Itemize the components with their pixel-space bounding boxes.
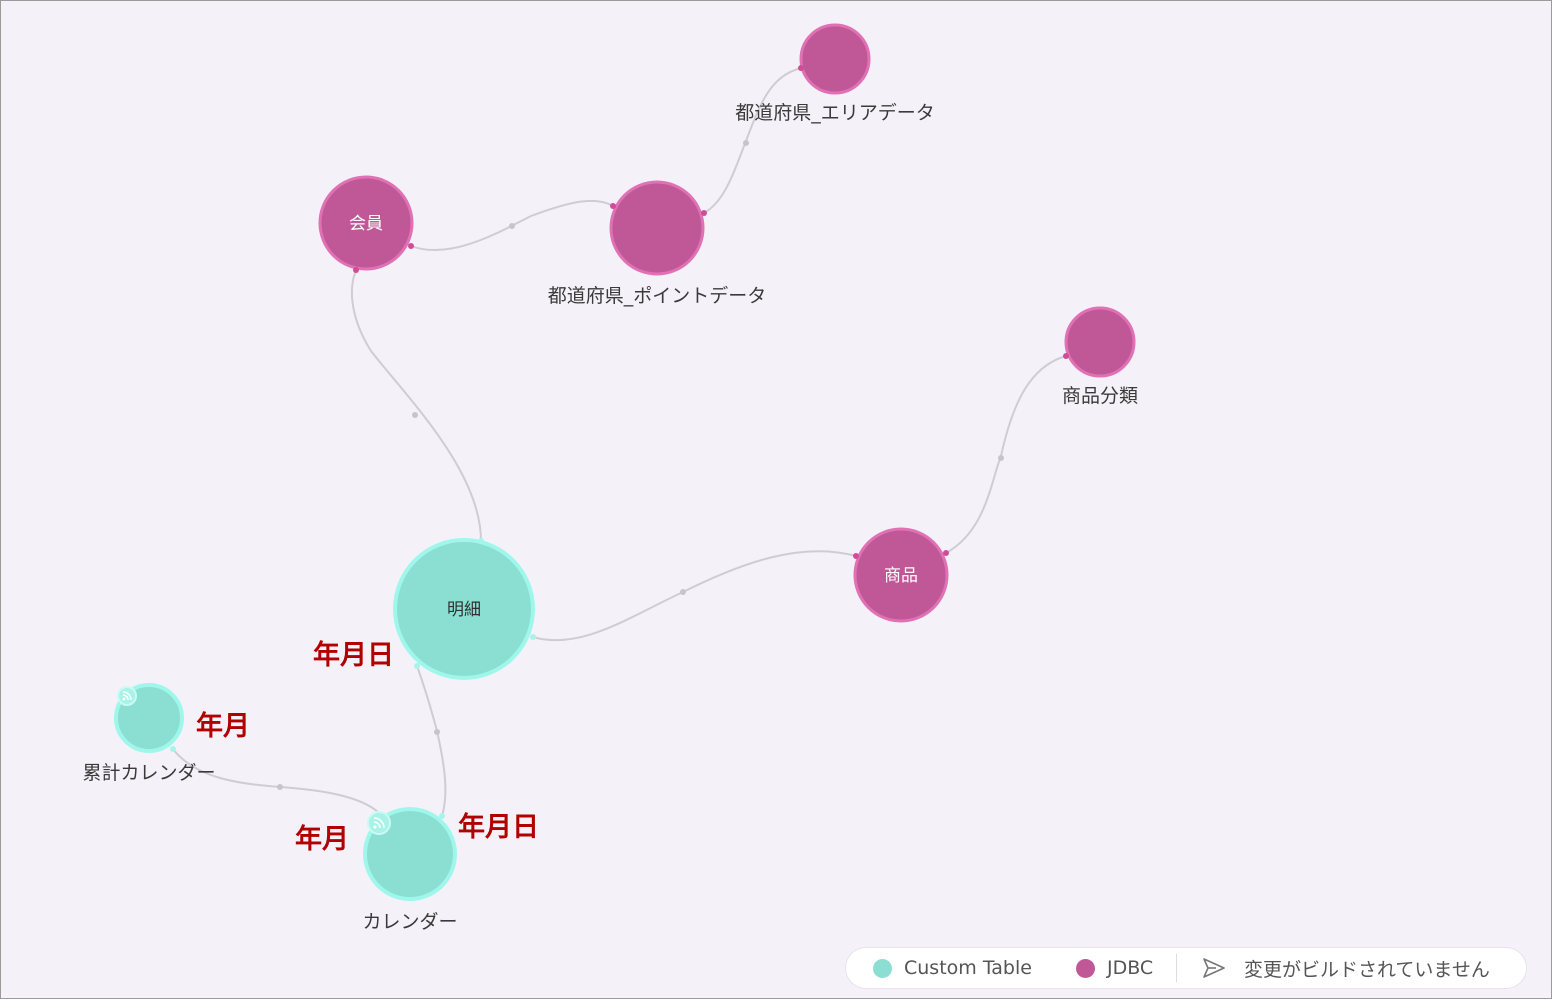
edge-meisai-calendar[interactable]: [416, 665, 447, 817]
edge-midpoint: [412, 412, 418, 418]
node-calendar[interactable]: カレンダー: [362, 807, 458, 933]
edge-meisai-shohin[interactable]: [532, 550, 857, 642]
node-shohin-bunrui-label: 商品分類: [1062, 385, 1138, 407]
connection-port: [798, 65, 804, 71]
node-meisai[interactable]: 明細: [393, 538, 536, 680]
rss-icon: [367, 811, 391, 835]
legend-custom-table-dot: [873, 958, 892, 978]
send-icon: [1202, 957, 1226, 979]
edge-todofuken-point-area[interactable]: [703, 67, 802, 214]
edge-meisai-kaiin[interactable]: [350, 270, 482, 542]
node-ruikei-calendar[interactable]: 累計カレンダー: [82, 683, 216, 784]
legend-jdbc-dot: [1076, 958, 1095, 978]
legend-jdbc[interactable]: JDBC: [1076, 948, 1153, 988]
node-todofuken-area-label: 都道府県_エリアデータ: [735, 102, 935, 124]
connection-port: [439, 813, 445, 819]
edge-shohin-shohin-bunrui[interactable]: [945, 355, 1067, 554]
edge-midpoint: [277, 784, 283, 790]
connection-port: [1063, 353, 1069, 359]
connection-port: [610, 203, 616, 209]
node-todofuken-point[interactable]: 都道府県_ポイントデータ: [548, 180, 767, 307]
connection-port: [353, 267, 359, 273]
edge-midpoint: [998, 455, 1004, 461]
edge-midpoint: [509, 223, 515, 229]
node-shohin[interactable]: 商品: [853, 527, 949, 623]
node-ruikei-calendar-label: 累計カレンダー: [82, 762, 215, 784]
connection-port: [943, 550, 949, 556]
connection-port: [414, 663, 420, 669]
connection-port: [170, 746, 176, 752]
annotation-calendar-left-key: 年月: [295, 823, 349, 855]
annotation-calendar-right-key: 年月日: [458, 811, 539, 843]
edge-kaiin-todofuken-point[interactable]: [410, 199, 614, 252]
annotation-ruikei-key: 年月: [196, 710, 250, 742]
edge-midpoint: [434, 729, 440, 735]
edge-midpoint: [680, 589, 686, 595]
node-shohin-label: 商品: [884, 566, 918, 586]
node-shohin-bunrui[interactable]: 商品分類: [1062, 306, 1138, 407]
legend-custom-table-label: Custom Table: [904, 957, 1032, 979]
build-status-label: 変更がビルドされていません: [1244, 958, 1490, 981]
connection-port: [530, 634, 536, 640]
node-meisai-label: 明細: [447, 600, 481, 620]
node-kaiin[interactable]: 会員: [318, 175, 414, 273]
connection-port: [478, 538, 484, 544]
build-status[interactable]: 変更がビルドされていません: [1202, 948, 1490, 988]
connection-port: [853, 553, 859, 559]
node-calendar-label: カレンダー: [362, 911, 457, 933]
annotation-meisai-key: 年月日: [313, 639, 394, 671]
rss-icon: [117, 686, 137, 706]
node-todofuken-point-label: 都道府県_ポイントデータ: [548, 285, 767, 307]
legend-custom-table[interactable]: Custom Table: [873, 948, 1032, 988]
connection-port: [408, 243, 414, 249]
legend-jdbc-label: JDBC: [1107, 957, 1154, 979]
connection-port: [701, 210, 707, 216]
node-todofuken-area[interactable]: 都道府県_エリアデータ: [735, 23, 935, 124]
node-kaiin-label: 会員: [349, 214, 383, 234]
legend-divider: [1176, 954, 1177, 982]
legend-bar: Custom Table JDBC 変更がビルドされていません: [846, 948, 1526, 988]
edge-midpoint: [743, 140, 749, 146]
